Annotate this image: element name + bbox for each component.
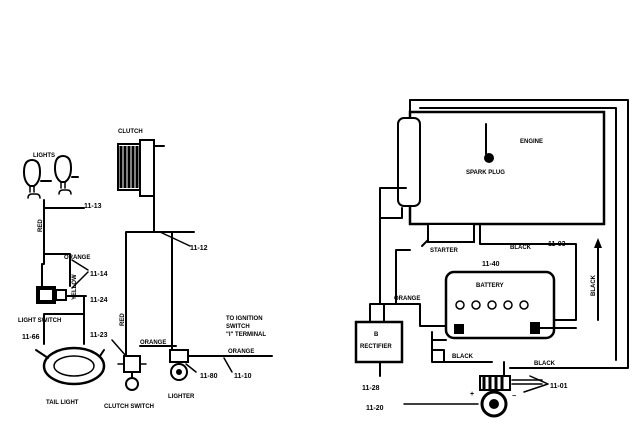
orange-mid-label: ORANGE (140, 340, 166, 346)
orange-top-label: ORANGE (64, 255, 90, 261)
light-switch (36, 286, 87, 304)
orange-wire-label: ORANGE (394, 296, 420, 302)
right-circuit: ENGINE SPARK PLUG STARTER BLACK 11-03 BL… (354, 99, 629, 418)
black-vert-label: BLACK (591, 274, 597, 296)
clutch-label: CLUTCH (118, 129, 143, 135)
lighter-label: LIGHTER (168, 394, 195, 400)
rectifier-label: RECTIFIER (360, 344, 392, 350)
ref-11-03-label: 11-03 (548, 241, 566, 248)
light-switch-label: LIGHT SWITCH (18, 318, 61, 324)
ref-11-13-label: 11-13 (84, 203, 102, 210)
orange-right-label: ORANGE (228, 349, 254, 355)
lights-label: LIGHTS (33, 153, 55, 159)
rectifier-b-label: B (374, 332, 379, 338)
black-right-label: BLACK (534, 361, 556, 367)
wire-red-label: RED (38, 219, 44, 232)
starter-label: STARTER (430, 248, 459, 254)
ignition-switch (479, 375, 511, 418)
ref-11-10-label: 11-10 (234, 373, 252, 380)
clutch-switch-label: CLUTCH SWITCH (104, 404, 154, 410)
black-top-label: BLACK (510, 245, 532, 251)
ref-11-66-label: 11-66 (22, 334, 40, 341)
spark-plug-label: SPARK PLUG (466, 170, 505, 176)
wire-yellow-label: YELLOW (72, 274, 78, 300)
ref-11-24-label: 11-24 (90, 297, 108, 304)
ign-minus-label: − (512, 393, 516, 400)
to-ignition-label-2: SWITCH (226, 324, 250, 330)
starter (421, 223, 475, 247)
ref-11-40-label: 11-40 (482, 261, 500, 268)
headlights (22, 154, 79, 199)
engine-label: ENGINE (520, 139, 543, 145)
black-mid-label: BLACK (452, 354, 474, 360)
left-circuit: LIGHTS 11-13 RED CLUTCH 11-12 ORANGE 11-… (18, 129, 273, 410)
ref-11-20-label: 11-20 (366, 405, 384, 412)
ign-plus-label: + (470, 391, 474, 398)
engine-block (397, 110, 606, 226)
clutch-switch (117, 355, 147, 391)
tail-light-label: TAIL LIGHT (46, 400, 79, 406)
battery-label: BATTERY (476, 283, 504, 289)
to-ignition-label-3: "I" TERMINAL (226, 332, 266, 338)
to-ignition-label-1: TO IGNITION (226, 316, 263, 322)
tail-light (35, 346, 106, 386)
battery (444, 270, 556, 340)
rectifier (354, 303, 404, 364)
ref-11-14-label: 11-14 (90, 271, 108, 278)
lighter (169, 349, 213, 381)
ref-11-12-label: 11-12 (190, 245, 208, 252)
ref-11-23-label: 11-23 (90, 332, 108, 339)
wire-red2-label: RED (120, 313, 126, 326)
ref-11-80-label: 11-80 (200, 373, 218, 380)
ref-11-01-label: 11-01 (550, 383, 568, 390)
clutch-pulley (117, 139, 165, 197)
ref-11-28-label: 11-28 (362, 385, 380, 392)
